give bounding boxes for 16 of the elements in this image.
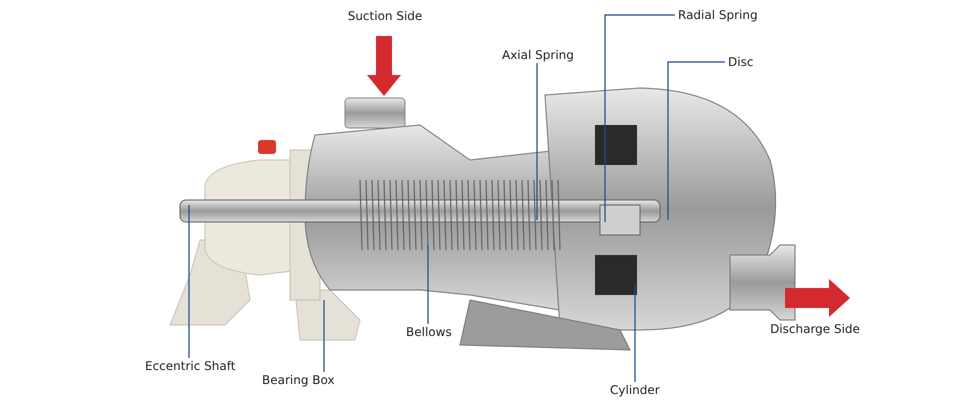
leader-line — [427, 245, 429, 324]
part-label: Bellows — [406, 325, 452, 339]
part-label: Eccentric Shaft — [145, 359, 236, 373]
part-label: Radial Spring — [678, 8, 758, 22]
part-label: Bearing Box — [262, 373, 335, 387]
leader-line — [634, 285, 636, 382]
leader-line — [604, 14, 675, 222]
leader-line — [536, 63, 538, 220]
part-label: Axial Spring — [502, 48, 574, 62]
flow-label: Discharge Side — [770, 322, 860, 337]
flow-label: Suction Side — [346, 9, 424, 24]
leader-line — [667, 61, 725, 220]
part-label: Cylinder — [610, 383, 660, 397]
leader-line — [323, 300, 325, 372]
part-label: Disc — [728, 55, 754, 69]
leader-line — [188, 205, 190, 358]
